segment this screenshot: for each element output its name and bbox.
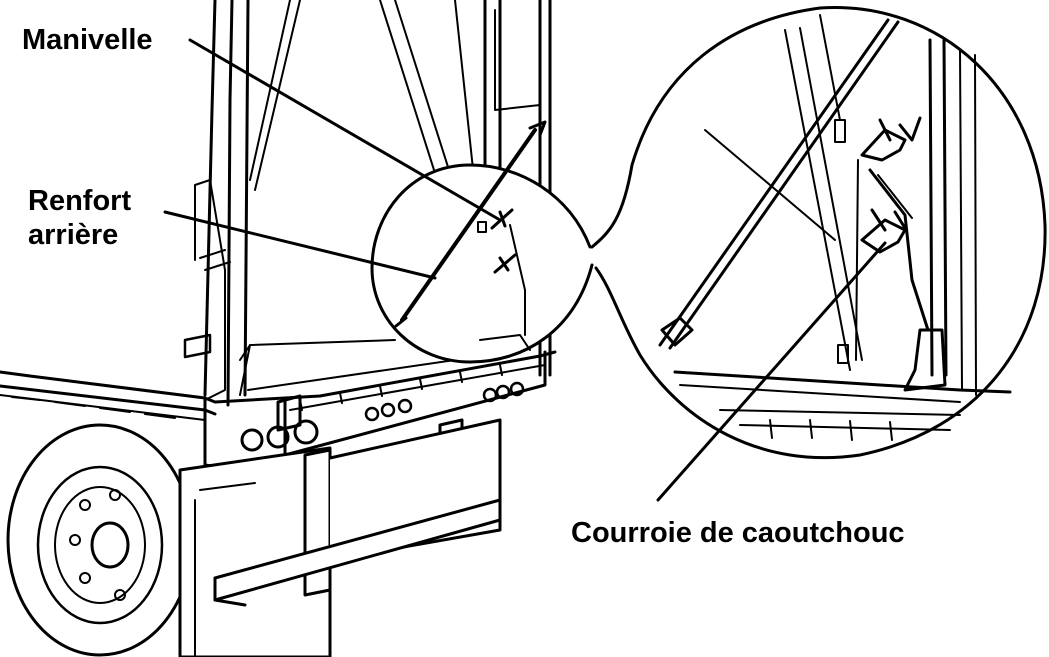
detail-magnified	[590, 6, 1047, 460]
rubber-strap-label: Courroie de caoutchouc	[571, 517, 905, 549]
crank-leader-line	[188, 38, 502, 222]
rear-brace-leader-line	[163, 210, 437, 280]
rear-brace-label: Renfort arrière	[28, 184, 131, 252]
rear-brace-label-line1: Renfort	[28, 185, 132, 217]
rear-brace-label-line2: arrière	[28, 219, 119, 251]
leader-lines	[163, 38, 887, 502]
strap-leader-line	[656, 241, 887, 502]
detail-area-small	[370, 120, 594, 364]
crank-label: Manivelle	[22, 24, 153, 56]
trailer-body	[0, 339, 557, 657]
